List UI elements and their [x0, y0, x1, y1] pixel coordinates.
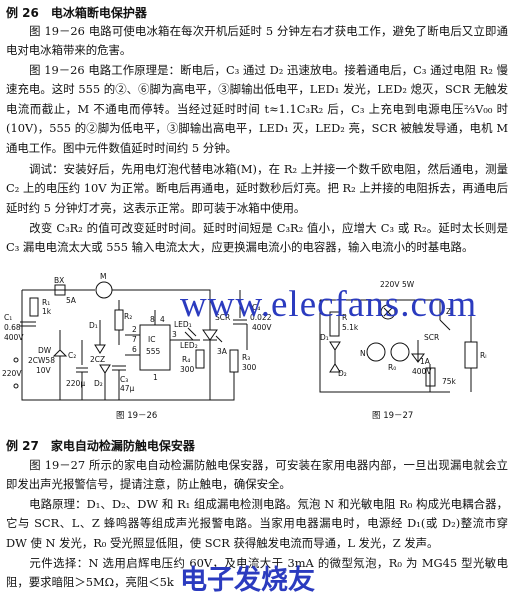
label-d1: D₁ — [320, 333, 329, 342]
label-pin-7: 7 — [132, 335, 137, 344]
label-dw-v: 10V — [36, 366, 52, 375]
label-220v: 220V — [2, 369, 22, 378]
label-pin-3: 3 — [172, 330, 177, 339]
label-rl-val: 75k — [442, 377, 457, 386]
label-d2: D₂ — [338, 369, 347, 378]
label-r: R — [342, 313, 347, 322]
label-pin-1: 1 — [153, 373, 158, 382]
label-c1-val: 0.68 — [4, 323, 21, 332]
label-c2-val: 220μ — [66, 379, 85, 388]
label-r4-val: 300 — [180, 365, 195, 374]
label-ro: R₀ — [388, 363, 396, 372]
label-c1-v: 400V — [4, 333, 24, 342]
label-dw: DW — [38, 346, 52, 355]
label-c4: C₄ — [252, 303, 260, 312]
label-bx: BX — [54, 276, 64, 285]
section-26-title: 例 26 电冰箱断电保护器 — [6, 6, 147, 20]
circuit-diagram-19-26: BX 5A M R₁ 1k C₁ 0.68 400V DW 2CW58 10V … — [2, 272, 272, 401]
section-27-paragraph-1: 图 19－27 所示的家电自动检漏防触电保安器，可安装在家用电器内部，一旦出现漏… — [6, 458, 508, 492]
section-27-paragraph-2: 电路原理：D₁、D₂、DW 和 R₁ 组成漏电检测电路。氖泡 N 和光敏电阻 R… — [6, 497, 508, 550]
figure-26-caption: 图 19－26 — [116, 411, 158, 421]
label-c4-v: 400V — [252, 323, 272, 332]
section-26-paragraph-4: 改变 C₃R₂ 的值可改变延时时间。延时时间短是 C₃R₂ 值小，应增大 C₃ … — [6, 221, 508, 255]
label-c2: C₂ — [68, 351, 76, 360]
section-27-paragraph-3: 元件选择：N 选用启辉电压约 60V，及电流大于 3mA 的微型氖泡，R₀ 为 … — [6, 556, 508, 590]
label-scr-rating: 1A — [420, 357, 431, 366]
label-ic: IC — [148, 335, 155, 344]
label-pin-6: 6 — [132, 345, 137, 354]
label-r2: R₂ — [124, 312, 132, 321]
label-d2: D₂ — [94, 379, 103, 388]
label-d2-type: 2CZ — [90, 355, 105, 364]
section-27-title: 例 27 家电自动检漏防触电保安器 — [6, 439, 195, 453]
label-scr: SCR — [424, 333, 439, 342]
label-scr-v: 400V — [412, 367, 432, 376]
circuit-diagram-19-27: 220V 5W R 5.1k D₁ D₂ N R₀ Z SCR 1A 400V … — [319, 280, 486, 393]
label-bx-rating: 5A — [66, 296, 77, 305]
label-z: Z — [446, 307, 451, 316]
section-26-paragraph-3: 调试：安装好后，先用电灯泡代替电冰箱(M)，在 R₂ 上并接一个数千欧电阻，然后… — [6, 162, 508, 215]
watermark-cn: 电子发烧友 — [180, 565, 315, 595]
label-scr-rating: 3A — [217, 347, 228, 356]
section-26-paragraph-1: 图 19－26 电路可使电冰箱在每次开机后延时 5 分钟左右才获电工作，避免了断… — [6, 24, 508, 58]
label-d1: D₁ — [89, 321, 98, 330]
watermark-url: www.elecfans.com — [180, 284, 478, 325]
label-rl: Rₗ — [480, 351, 486, 360]
label-c3: C₃ — [120, 375, 128, 384]
label-led1: LED₁ — [174, 320, 192, 329]
label-r1-val: 1k — [42, 307, 52, 316]
label-ic-type: 555 — [146, 347, 161, 356]
section-26-paragraph-2: 图 19－26 电路工作原理是：断电后，C₃ 通过 D₂ 迅速放电。接着通电后，… — [6, 63, 508, 155]
label-m: M — [100, 272, 106, 281]
label-5w: 5W — [402, 280, 415, 289]
label-r-val: 5.1k — [342, 323, 359, 332]
label-c4-val: 0.022 — [250, 313, 272, 322]
label-r4: R₄ — [182, 355, 190, 364]
label-r1: R₁ — [42, 298, 50, 307]
label-c1: C₁ — [4, 313, 12, 322]
label-r3: R₃ — [242, 353, 250, 362]
label-r3-val: 300 — [242, 363, 257, 372]
label-pin-2: 2 — [132, 325, 137, 334]
label-c3-val: 47μ — [120, 384, 135, 393]
label-pin-4: 4 — [160, 315, 165, 324]
figure-27-caption: 图 19－27 — [372, 411, 414, 421]
label-n: N — [360, 349, 366, 358]
label-led2: LED₂ — [180, 341, 198, 350]
label-dw-type: 2CW58 — [28, 356, 55, 365]
label-220v: 220V — [380, 280, 400, 289]
label-pin-8: 8 — [150, 315, 155, 324]
label-scr: SCR — [215, 313, 230, 322]
